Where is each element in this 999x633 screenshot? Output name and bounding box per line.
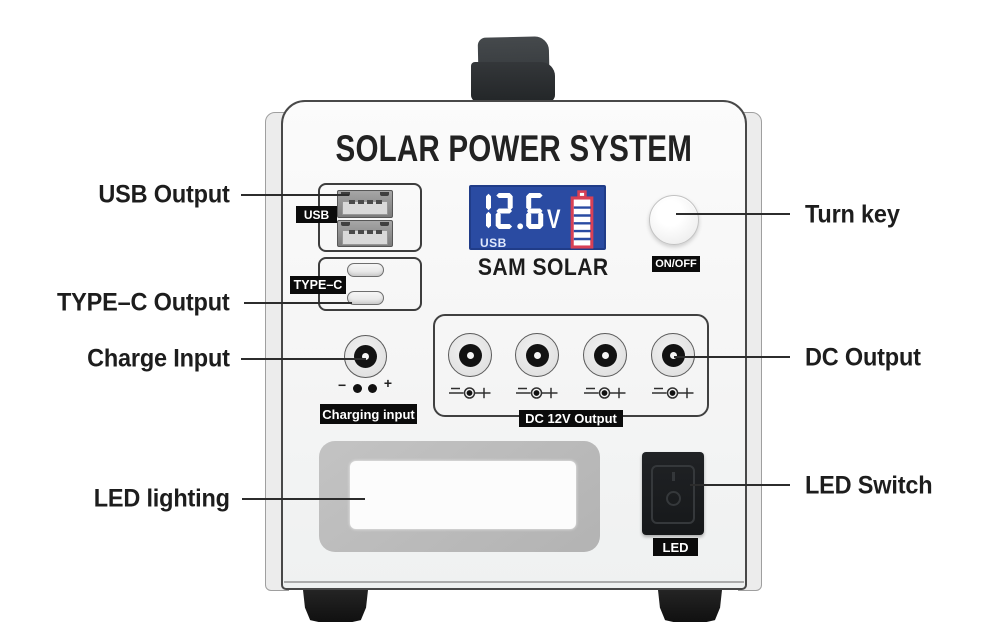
dc-badge: DC 12V Output xyxy=(519,410,623,427)
panel-title: SOLAR POWER SYSTEM xyxy=(335,128,693,169)
callout-line-usb xyxy=(241,194,349,196)
typec-badge: TYPE–C xyxy=(290,276,346,294)
minus-sign: − xyxy=(338,377,347,393)
charging-badge: Charging input xyxy=(320,404,417,424)
dc-jack-4 xyxy=(651,333,695,377)
callout-line-charge xyxy=(241,358,366,360)
callout-label-led-lighting: LED lighting xyxy=(93,484,230,513)
callout-line-turn-key xyxy=(676,213,790,215)
switch-off-mark xyxy=(665,491,681,506)
dc-jack-2 xyxy=(515,333,559,377)
rubber-foot-right xyxy=(658,590,722,622)
led-badge: LED xyxy=(653,538,698,556)
usb-notch xyxy=(341,221,350,226)
usb-port-2 xyxy=(337,219,393,247)
charging-polarity-marks: − + xyxy=(334,376,398,394)
polarity-dot xyxy=(368,384,377,393)
voltage-unit: V xyxy=(547,204,561,234)
callout-label-charge-input: Charge Input xyxy=(87,344,230,373)
callout-label-usb-output: USB Output xyxy=(98,180,230,209)
charging-input-jack xyxy=(344,335,387,378)
display-usb-label: USB xyxy=(480,236,507,250)
carry-handle xyxy=(471,62,555,102)
usb-badge: USB xyxy=(296,206,337,223)
dc-polarity-1 xyxy=(449,387,491,399)
usb-notch xyxy=(380,192,389,196)
callout-line-led-lighting xyxy=(242,498,365,500)
typec-port-2 xyxy=(347,291,384,305)
callout-line-dc-output xyxy=(674,356,790,358)
brand-text: SAM SOLAR xyxy=(477,254,609,281)
switch-on-mark xyxy=(671,472,675,481)
voltage-7seg xyxy=(486,193,544,230)
battery-icon xyxy=(570,190,594,249)
usb-ports xyxy=(337,190,393,247)
callout-line-typec xyxy=(244,302,352,304)
device-bottom-edge xyxy=(284,581,744,583)
polarity-dot xyxy=(353,384,362,393)
typec-port-1 xyxy=(347,263,384,277)
usb-notch xyxy=(380,221,389,226)
dc-jack-3 xyxy=(583,333,627,377)
callout-label-turn-key: Turn key xyxy=(805,200,900,229)
led-switch-frame xyxy=(651,465,695,524)
plus-sign: + xyxy=(383,375,392,391)
led-light-lens xyxy=(350,461,576,529)
dc-polarity-2 xyxy=(516,387,558,399)
rubber-foot-left xyxy=(303,590,368,622)
power-button xyxy=(649,195,699,245)
callout-line-led-switch xyxy=(690,484,790,486)
dc-polarity-3 xyxy=(584,387,626,399)
led-switch xyxy=(642,452,704,535)
callout-label-dc-output: DC Output xyxy=(805,343,921,372)
callout-label-typec-output: TYPE–C Output xyxy=(57,288,230,317)
dc-polarity-4 xyxy=(652,387,694,399)
dc-jack-1 xyxy=(448,333,492,377)
onoff-badge: ON/OFF xyxy=(652,256,700,272)
callout-label-led-switch: LED Switch xyxy=(805,471,933,500)
